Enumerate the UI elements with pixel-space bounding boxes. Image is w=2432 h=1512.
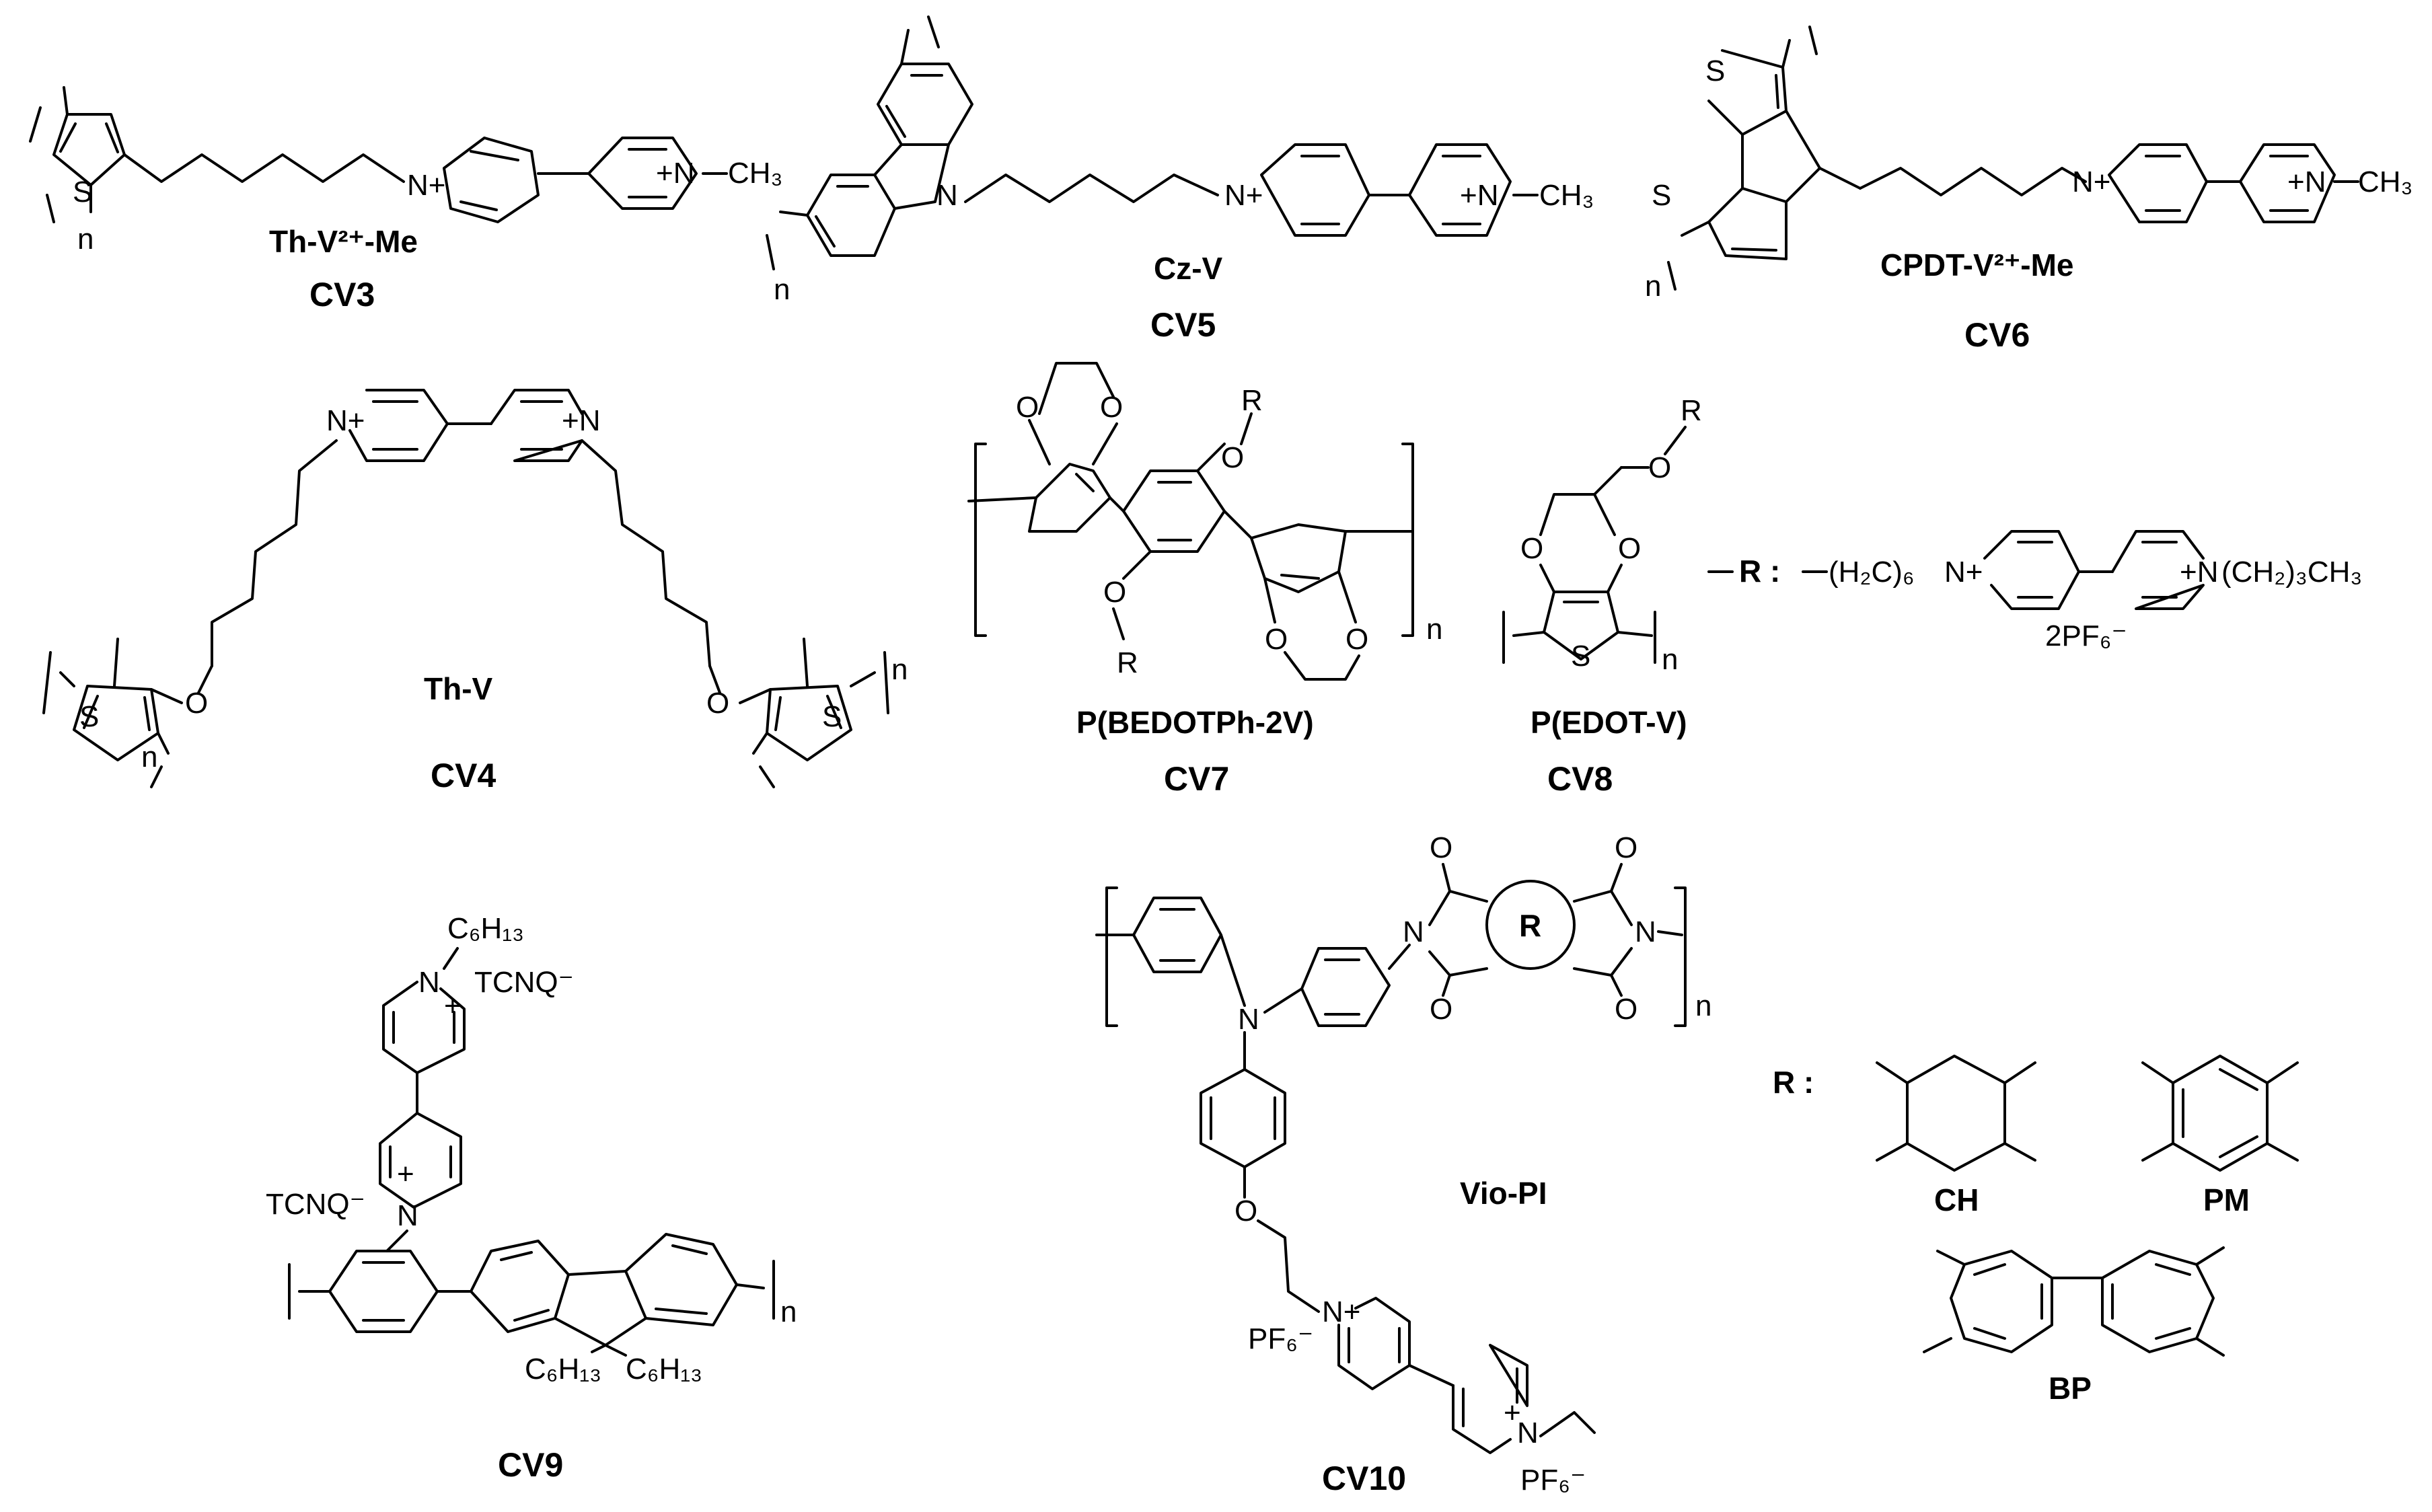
cv10-n-plus: N+ <box>1322 1295 1360 1328</box>
cv9-hexyl-top: C₆H₁₃ <box>447 912 524 945</box>
cv6-code: CV6 <box>1964 316 2030 354</box>
cv9-plus-bottom: + <box>397 1158 414 1190</box>
cv3-sulfur: S <box>73 176 92 209</box>
cv8-oxygen-1: O <box>1520 532 1543 565</box>
cv6-plus-n: +N <box>2287 165 2326 198</box>
cv5-methyl: CH₃ <box>1539 179 1594 212</box>
cv9-nitrogen-bottom: N <box>397 1199 418 1232</box>
cv10-oxygen-2: O <box>1430 993 1452 1026</box>
cv10-oxygen-ether: O <box>1235 1195 1257 1227</box>
cv7-oxygen-2: O <box>1100 391 1123 424</box>
cv3-name: Th-V²⁺-Me <box>269 224 418 259</box>
cv8-r-plus-n: +N <box>2180 556 2218 589</box>
cv8-repeat-n: n <box>1662 643 1678 676</box>
cv10-name: Vio-PI <box>1460 1176 1547 1211</box>
cv8-sulfur: S <box>1571 640 1590 673</box>
cv7-name: P(BEDOTPh-2V) <box>1076 705 1314 740</box>
cv3-code: CV3 <box>309 276 375 313</box>
cv3-repeat-n: n <box>77 223 94 256</box>
cv4-sulfur-left: S <box>79 700 99 733</box>
cv4-oxygen-left: O <box>185 687 208 720</box>
cv3-n-plus: N+ <box>407 169 445 202</box>
cv10-nitrogen-imide-1: N <box>1403 915 1424 948</box>
cv10-plus-2: + <box>1504 1396 1521 1429</box>
cv3-plus-n: +N <box>656 157 694 190</box>
cv3-methyl: CH₃ <box>728 157 782 190</box>
cv6-repeat-n: n <box>1645 270 1661 303</box>
cv4-oxygen-right: O <box>706 687 729 720</box>
cv4-sulfur-right: S <box>822 700 842 733</box>
cv8-r-definition: R : (H₂C)₆ N+ +N (CH₂)₃CH₃ 2PF₆⁻ <box>1707 530 2362 652</box>
cv8-name: P(EDOT-V) <box>1531 705 1687 740</box>
cv5-code: CV5 <box>1150 306 1216 344</box>
structure-cv5: N n N+ +N CH₃ Cz-V CV5 <box>766 15 1594 344</box>
r-groups-label: R : <box>1773 1065 1814 1100</box>
cv10-repeat-n: n <box>1695 989 1711 1022</box>
cv6-sulfur-top: S <box>1705 54 1725 87</box>
cv8-r-right-chain: (CH₂)₃CH₃ <box>2221 556 2362 589</box>
cv4-code: CV4 <box>431 757 496 794</box>
cv10-nitrogen-terminal: N <box>1517 1416 1539 1449</box>
r-group-definitions: R : CH PM BP <box>1773 1055 2299 1406</box>
cv8-code: CV8 <box>1547 760 1613 798</box>
cv5-nitrogen: N <box>936 179 958 212</box>
cv6-methyl: CH₃ <box>2358 165 2412 198</box>
cv4-repeat-n-right: n <box>891 653 908 686</box>
structure-cv9: C₆H₁₃ N + TCNQ⁻ + TCNQ⁻ N <box>266 912 797 1484</box>
structure-cv7: n O O O R O R O O P(BEDOTPh-2V) CV7 <box>967 362 1442 798</box>
cv4-n-plus: N+ <box>326 404 365 437</box>
structure-cv8: O O O R S n P(EDOT-V) CV8 <box>1502 394 1702 798</box>
structure-cv4: N+ +N O O S n S n Th-V CV4 <box>42 389 908 794</box>
cv5-plus-n: +N <box>1460 179 1498 212</box>
cv8-oxygen-3: O <box>1648 451 1671 484</box>
cv7-oxygen-5: O <box>1265 623 1288 656</box>
cv4-plus-n: +N <box>562 404 600 437</box>
r-group-pm: PM <box>2203 1182 2250 1217</box>
cv5-name: Cz-V <box>1154 251 1223 286</box>
cv8-r-left-chain: (H₂C)₆ <box>1829 556 1915 589</box>
cv6-sulfur-bottom: S <box>1652 179 1671 212</box>
cv9-counterion-bottom: TCNQ⁻ <box>266 1188 365 1221</box>
cv10-nitrogen-amine: N <box>1238 1003 1259 1036</box>
structure-cv10: n N N O O R O O N O <box>1095 831 1711 1497</box>
cv9-hexyl-2: C₆H₁₃ <box>626 1353 702 1386</box>
cv10-counterion-2: PF₆⁻ <box>1520 1464 1586 1497</box>
cv9-hexyl-1: C₆H₁₃ <box>525 1353 601 1386</box>
cv5-repeat-n: n <box>774 273 790 306</box>
cv8-r-counterion: 2PF₆⁻ <box>2045 619 2127 652</box>
r-group-bp: BP <box>2049 1371 2092 1406</box>
cv7-oxygen-1: O <box>1016 391 1039 424</box>
cv10-nitrogen-imide-2: N <box>1635 915 1656 948</box>
cv6-name: CPDT-V²⁺-Me <box>1880 248 2074 282</box>
cv8-r: R <box>1681 394 1702 427</box>
cv7-code: CV7 <box>1164 760 1229 798</box>
cv8-r-label: R : <box>1739 554 1780 589</box>
cv10-code: CV10 <box>1322 1460 1406 1497</box>
cv4-repeat-n-left: n <box>141 741 157 773</box>
cv10-oxygen-1: O <box>1430 831 1452 864</box>
cv8-oxygen-2: O <box>1618 532 1641 565</box>
cv7-repeat-n: n <box>1426 613 1442 646</box>
cv10-oxygen-4: O <box>1615 993 1637 1026</box>
cv8-r-n-plus: N+ <box>1944 556 1983 589</box>
cv7-r-bottom: R <box>1117 646 1138 679</box>
cv5-n-plus: N+ <box>1224 179 1263 212</box>
cv9-counterion-top: TCNQ⁻ <box>474 966 574 999</box>
cv10-oxygen-3: O <box>1615 831 1637 864</box>
cv9-nitrogen-top: N <box>418 966 440 999</box>
structure-cv6: S S n N+ +N CH₃ CPDT-V²⁺-Me CV6 <box>1645 26 2412 354</box>
cv9-repeat-n: n <box>780 1295 797 1328</box>
cv7-oxygen-3: O <box>1221 441 1244 474</box>
cv9-code: CV9 <box>498 1446 563 1484</box>
cv6-n-plus: N+ <box>2072 165 2110 198</box>
cv7-r-top: R <box>1241 384 1263 417</box>
structure-cv3: S n N+ +N CH₃ Th-V²⁺-Me CV3 <box>29 86 782 313</box>
cv7-oxygen-4: O <box>1103 576 1126 609</box>
cv4-name: Th-V <box>424 671 493 706</box>
cv10-counterion-1: PF₆⁻ <box>1248 1322 1313 1355</box>
r-group-ch: CH <box>1934 1182 1979 1217</box>
cv7-oxygen-6: O <box>1346 623 1368 656</box>
cv10-r-circle-label: R <box>1519 908 1541 943</box>
